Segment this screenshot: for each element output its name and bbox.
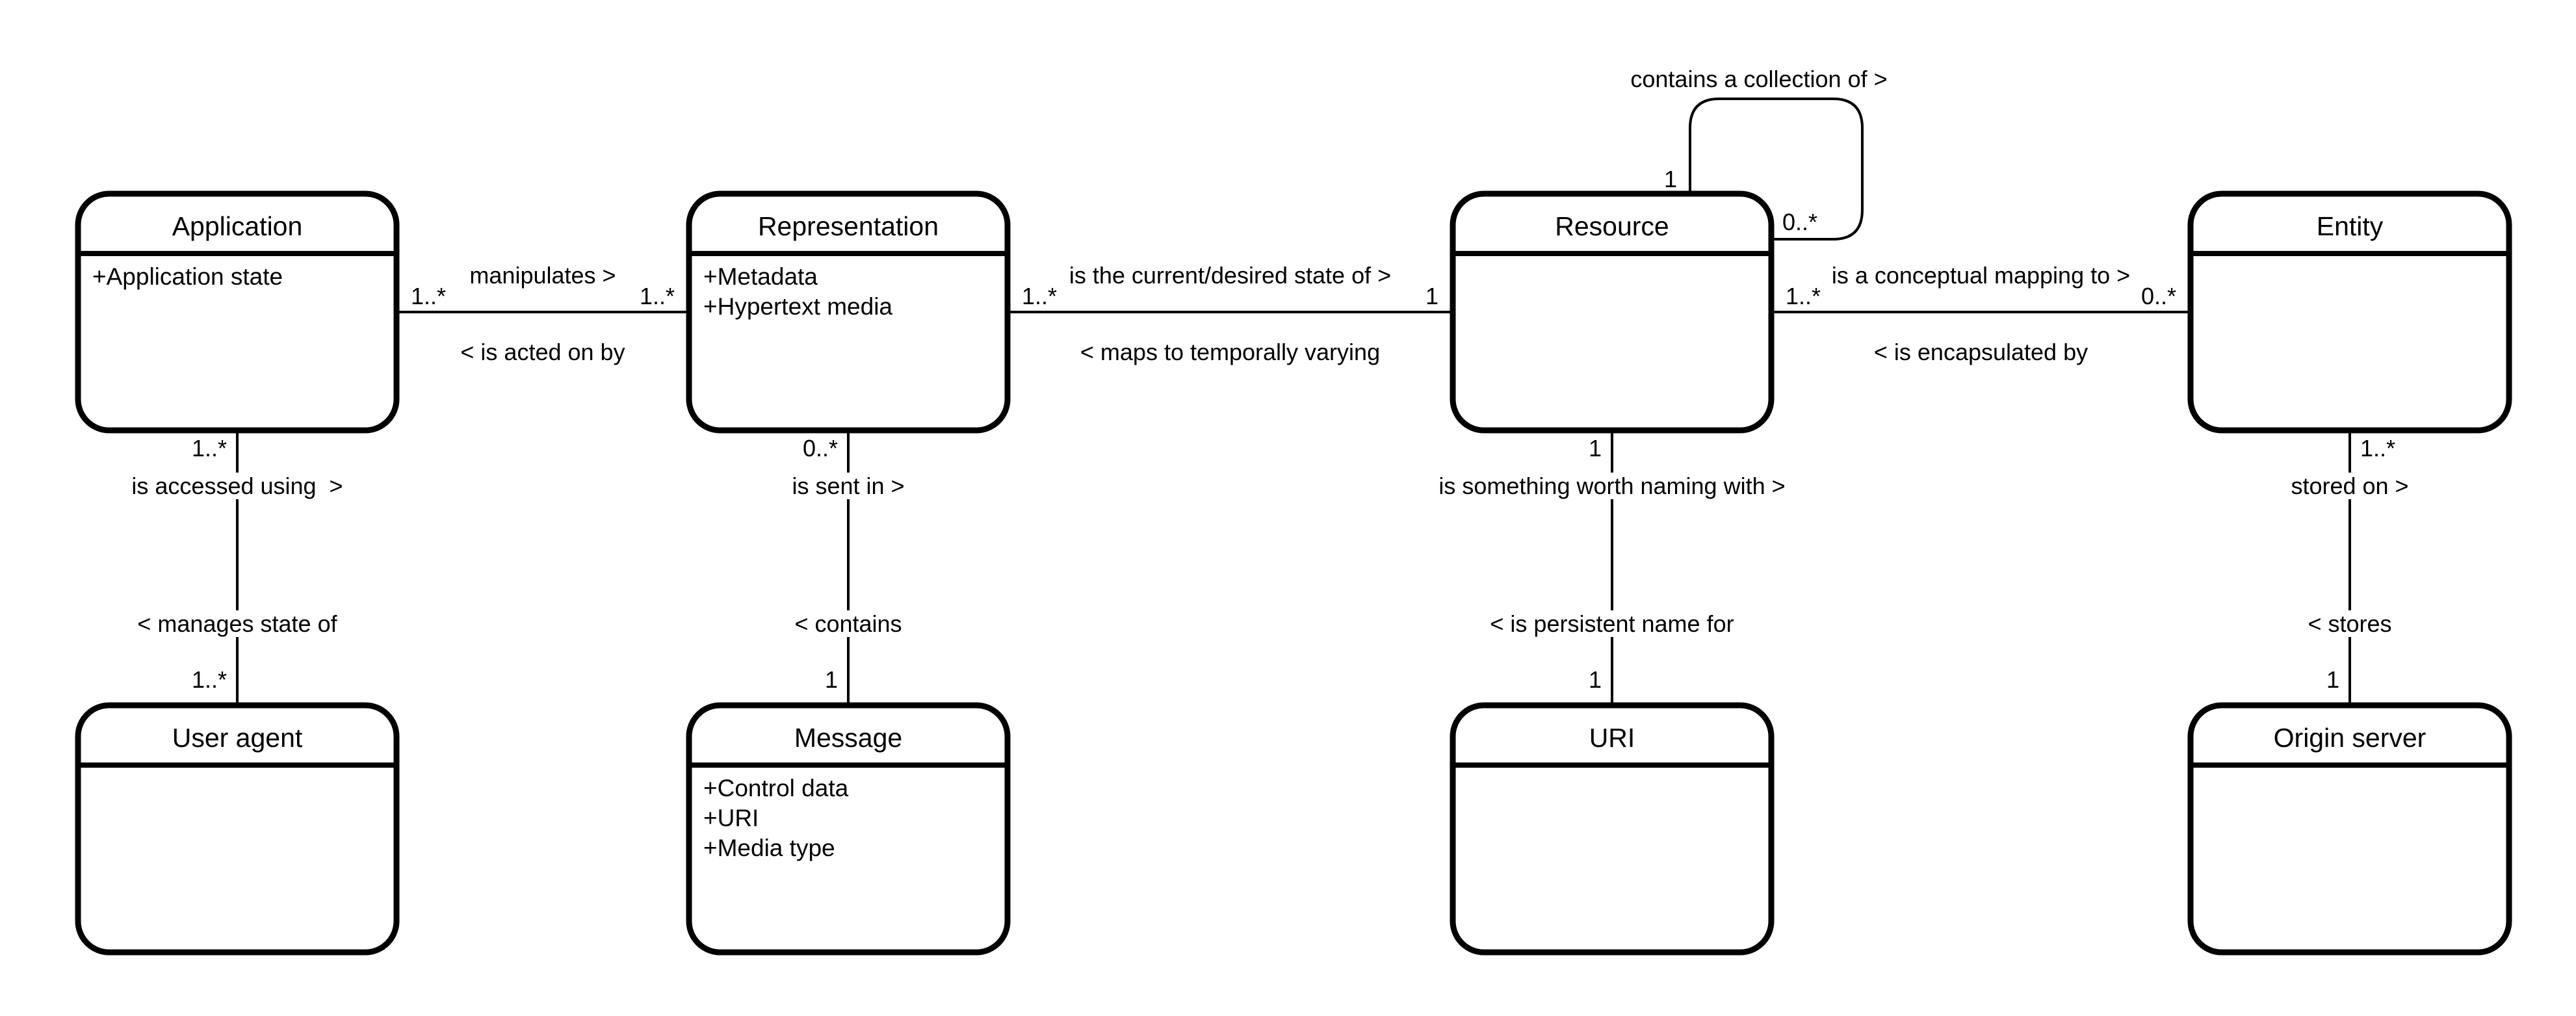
association-representation-resource: is the current/desired state of > < maps … [1008, 262, 1453, 365]
label-backdrop [785, 473, 911, 499]
class-message: Message +Control data +URI +Media type [686, 702, 1011, 956]
association-forward-label: is the current/desired state of > [1069, 262, 1391, 289]
multiplicity-source: 1 [1664, 166, 1677, 192]
association-forward-label: stored on > [2291, 473, 2408, 499]
class-representation: Representation +Metadata +Hypertext media [686, 190, 1011, 434]
association-forward-label: is sent in > [792, 473, 904, 499]
multiplicity-source: 1 [1589, 435, 1602, 462]
multiplicity-target: 1 [2326, 666, 2339, 693]
multiplicity-target: 0..* [2141, 283, 2176, 309]
association-resource-uri: 1 is something worth naming with > < is pe… [1432, 430, 1792, 705]
multiplicity-target: 1..* [192, 666, 227, 693]
class-origin-server: Origin server [2187, 702, 2512, 956]
multiplicity-source: 1..* [192, 435, 227, 462]
class-representation-title: Representation [758, 211, 939, 241]
class-resource-title: Resource [1555, 211, 1669, 241]
self-association-label: contains a collection of > [1630, 66, 1887, 92]
multiplicity-target: 1..* [640, 283, 675, 309]
multiplicity-target: 1 [825, 666, 838, 693]
class-message-title: Message [794, 723, 902, 753]
label-backdrop [788, 610, 909, 637]
association-application-representation: manipulates > < is acted on by 1..* 1..* [397, 262, 689, 365]
class-representation-attribute: +Hypertext media [703, 293, 892, 320]
association-forward-label: is accessed using > [131, 473, 343, 499]
class-entity: Entity [2187, 190, 2512, 434]
association-resource-entity: is a conceptual mapping to > < is encapsu… [1771, 262, 2191, 365]
label-backdrop [2284, 473, 2415, 499]
class-user-agent: User agent [75, 702, 400, 956]
association-backward-label: < manages state of [137, 610, 337, 637]
class-uri: URI [1450, 702, 1775, 956]
class-user-agent-title: User agent [172, 723, 303, 753]
association-application-user-agent: 1..* is accessed using > < manages state o… [125, 430, 350, 705]
label-backdrop [125, 473, 350, 499]
class-entity-title: Entity [2317, 211, 2384, 241]
class-message-attribute: +URI [703, 805, 759, 831]
label-backdrop [131, 610, 345, 637]
association-backward-label: < contains [794, 610, 902, 637]
multiplicity-source: 1..* [1022, 283, 1057, 309]
class-application-title: Application [172, 211, 303, 241]
multiplicity-target: 0..* [1782, 209, 1817, 235]
association-forward-label: is a conceptual mapping to > [1832, 262, 2130, 289]
association-entity-origin-server: 1..* stored on > < stores 1 [2284, 430, 2415, 705]
class-representation-attribute: +Metadata [703, 263, 818, 290]
association-backward-label: < is persistent name for [1490, 610, 1734, 637]
multiplicity-source: 1..* [411, 283, 446, 309]
label-backdrop [2301, 610, 2399, 637]
association-backward-label: < maps to temporally varying [1080, 339, 1380, 365]
self-association-resource: contains a collection of > 1 0..* [1630, 66, 1888, 241]
class-application-attribute: +Application state [92, 263, 283, 290]
class-message-attribute: +Media type [703, 835, 835, 861]
association-backward-label: < is encapsulated by [1874, 339, 2088, 365]
multiplicity-source: 1..* [2360, 435, 2395, 462]
label-backdrop [1483, 610, 1741, 637]
class-resource: Resource [1450, 190, 1775, 434]
label-backdrop [1432, 473, 1792, 499]
multiplicity-target: 1 [1589, 666, 1602, 693]
association-backward-label: < is acted on by [460, 339, 625, 365]
class-message-attribute: +Control data [703, 775, 849, 801]
multiplicity-source: 1..* [1786, 283, 1821, 309]
multiplicity-target: 1 [1425, 283, 1438, 309]
multiplicity-source: 0..* [803, 435, 838, 462]
class-origin-server-title: Origin server [2274, 723, 2426, 753]
association-forward-label: manipulates > [469, 262, 616, 289]
self-association-line [1689, 98, 1864, 241]
association-forward-label: is something worth naming with > [1438, 473, 1785, 499]
association-backward-label: < stores [2308, 610, 2391, 637]
class-uri-title: URI [1589, 723, 1635, 753]
class-application: Application +Application state [75, 190, 400, 434]
association-representation-message: 0..* is sent in > < contains 1 [785, 430, 911, 705]
